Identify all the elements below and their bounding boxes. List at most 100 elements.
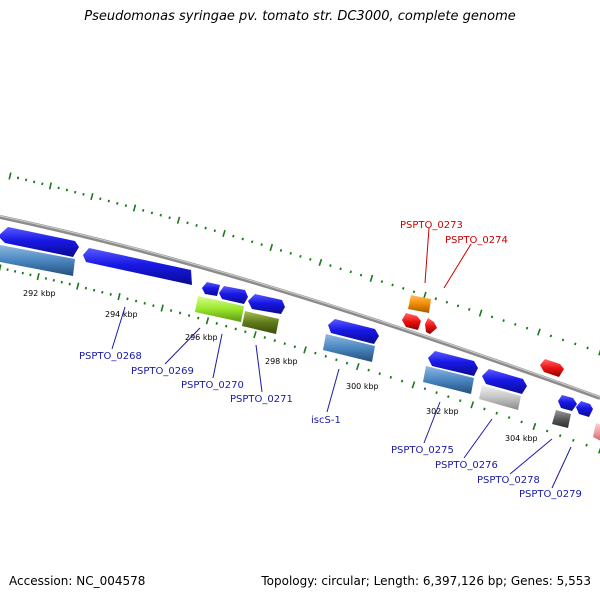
- gene-label-pspto-0276[interactable]: PSPTO_0276: [435, 460, 498, 471]
- ruler-minor-tick: [435, 391, 438, 395]
- ruler-minor-tick: [57, 186, 60, 190]
- ruler-minor-tick: [279, 249, 283, 252]
- gene-arrow[interactable]: [219, 286, 248, 304]
- ruler-minor-tick: [124, 204, 128, 208]
- ruler-minor-tick: [574, 342, 577, 346]
- gene-label-pspto-0279[interactable]: PSPTO_0279: [519, 489, 582, 500]
- ruler-minor-tick: [116, 201, 119, 205]
- ruler-minor-tick: [293, 345, 297, 349]
- gene-label-pspto-0270[interactable]: PSPTO_0270: [181, 380, 244, 391]
- leader-line: [509, 438, 553, 475]
- gene-block[interactable]: [479, 385, 521, 410]
- ruler-major-tick: [532, 422, 537, 431]
- gene-label-pspto-0275[interactable]: PSPTO_0275: [391, 445, 454, 456]
- ruler-minor-tick: [507, 416, 511, 419]
- leader-line: [423, 401, 441, 444]
- ruler-minor-tick: [52, 278, 55, 282]
- ruler-minor-tick: [345, 361, 349, 365]
- ruler-minor-tick: [143, 301, 146, 305]
- ruler-major-tick: [176, 216, 181, 224]
- gene-arrow[interactable]: [248, 294, 285, 314]
- ruler-minor-tick: [204, 226, 207, 230]
- gene-arrow[interactable]: [482, 369, 527, 394]
- ruler-minor-tick: [13, 269, 17, 273]
- ruler-minor-tick: [273, 339, 276, 342]
- ruler-minor-tick: [514, 322, 517, 326]
- gene-block[interactable]: [423, 366, 474, 394]
- ruler-minor-tick: [197, 316, 200, 320]
- gene-arrow[interactable]: [558, 395, 577, 411]
- scale-label: 298 kbp: [265, 357, 298, 366]
- gene-label-pspto-0274[interactable]: PSPTO_0274: [445, 235, 508, 246]
- ruler-minor-tick: [232, 234, 235, 238]
- gene-block[interactable]: [552, 410, 571, 428]
- gene-arrow[interactable]: [0, 227, 79, 257]
- gene-block[interactable]: [242, 311, 279, 334]
- gene-block[interactable]: [323, 334, 375, 362]
- ruler-minor-tick: [502, 319, 505, 322]
- ruler-major-tick: [36, 273, 40, 281]
- ruler-minor-tick: [458, 399, 462, 403]
- gene-labels: PSPTO_0268 PSPTO_0269 PSPTO_0270 PSPTO_0…: [79, 220, 582, 500]
- gene-arrow[interactable]: [540, 359, 564, 377]
- ruler-minor-tick: [263, 336, 266, 339]
- ruler-major-tick: [0, 264, 2, 272]
- gene-label-pspto-0268[interactable]: PSPTO_0268: [79, 351, 142, 362]
- gene-arrow[interactable]: [83, 248, 192, 285]
- ruler-minor-tick: [168, 216, 171, 220]
- ruler-minor-tick: [134, 299, 138, 303]
- gene-arrow[interactable]: [402, 313, 421, 330]
- gene-arrow[interactable]: [202, 282, 220, 296]
- ruler-minor-tick: [82, 192, 85, 196]
- leader-line: [326, 368, 340, 413]
- gene-arrow[interactable]: [576, 401, 593, 417]
- scale-label: 304 kbp: [505, 434, 538, 443]
- gene-label-iscs-1[interactable]: iscS-1: [311, 415, 341, 426]
- inner-tick-track: [0, 264, 600, 454]
- gene-features: [0, 227, 600, 441]
- ruler-minor-tick: [558, 434, 562, 438]
- ruler-minor-tick: [213, 229, 216, 233]
- ruler-minor-tick: [380, 280, 384, 284]
- ruler-major-tick: [48, 182, 53, 190]
- ruler-minor-tick: [339, 267, 342, 271]
- leader-line: [255, 344, 263, 393]
- ruler-major-tick: [470, 401, 475, 409]
- gene-block[interactable]: [408, 295, 431, 313]
- ruler-minor-tick: [74, 190, 77, 194]
- gene-label-pspto-0278[interactable]: PSPTO_0278: [477, 475, 540, 486]
- ruler-major-tick: [303, 346, 307, 354]
- gene-arrow[interactable]: [425, 318, 437, 334]
- gene-block[interactable]: [593, 423, 600, 441]
- ruler-minor-tick: [41, 182, 44, 186]
- ruler-minor-tick: [92, 288, 96, 292]
- ruler-minor-tick: [126, 297, 129, 301]
- ruler-minor-tick: [33, 180, 36, 184]
- ruler-major-tick: [355, 363, 360, 371]
- leader-line: [424, 227, 430, 284]
- gene-arrow[interactable]: [328, 319, 379, 344]
- gene-label-pspto-0273[interactable]: PSPTO_0273: [400, 220, 463, 231]
- gene-block[interactable]: [195, 296, 244, 322]
- gene-label-pspto-0271[interactable]: PSPTO_0271: [230, 394, 293, 405]
- ruler-minor-tick: [324, 354, 328, 358]
- ruler-minor-tick: [283, 342, 286, 346]
- ruler-minor-tick: [21, 271, 24, 275]
- scale-label: 302 kbp: [426, 407, 459, 416]
- leader-line: [212, 333, 223, 379]
- gene-label-pspto-0269[interactable]: PSPTO_0269: [131, 366, 194, 377]
- scale-label: 294 kbp: [105, 310, 138, 319]
- ruler-major-tick: [222, 229, 226, 238]
- ruler-major-tick: [132, 204, 137, 212]
- gene-block[interactable]: [0, 245, 75, 276]
- ruler-minor-tick: [447, 395, 450, 399]
- ruler-minor-tick: [6, 268, 9, 271]
- ruler-minor-tick: [378, 372, 381, 376]
- ruler-minor-tick: [520, 420, 523, 424]
- ruler-major-tick: [423, 291, 427, 299]
- ruler-major-tick: [205, 317, 210, 325]
- gene-arrow[interactable]: [428, 351, 478, 376]
- ruler-minor-tick: [329, 264, 332, 267]
- genome-backbone-highlight: [0, 215, 600, 398]
